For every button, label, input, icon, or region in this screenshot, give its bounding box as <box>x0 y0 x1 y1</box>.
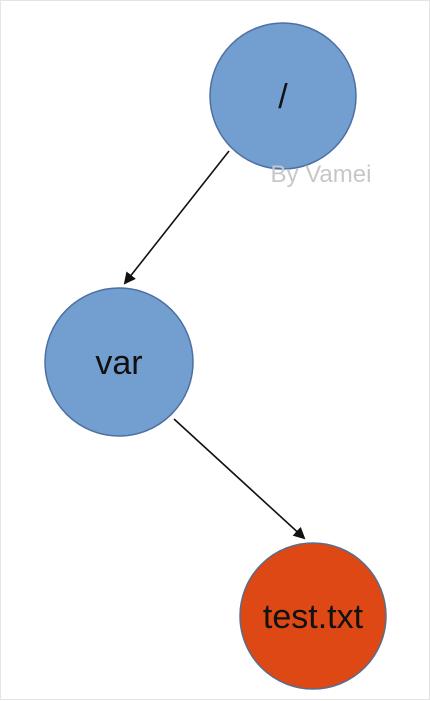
node-test-txt-label: test.txt <box>263 598 364 636</box>
node-root: / <box>209 22 357 170</box>
node-test-txt-circle <box>239 542 387 690</box>
node-var-label: var <box>95 344 142 382</box>
node-var: var <box>44 287 194 437</box>
edge-var-to-test <box>173 418 306 540</box>
node-var-circle <box>44 287 194 437</box>
node-root-label: / <box>278 78 288 116</box>
node-test-txt: test.txt <box>239 542 387 690</box>
edge-root-to-var <box>123 150 230 285</box>
node-root-circle <box>209 22 357 170</box>
watermark-text: By Vamei <box>271 161 372 188</box>
